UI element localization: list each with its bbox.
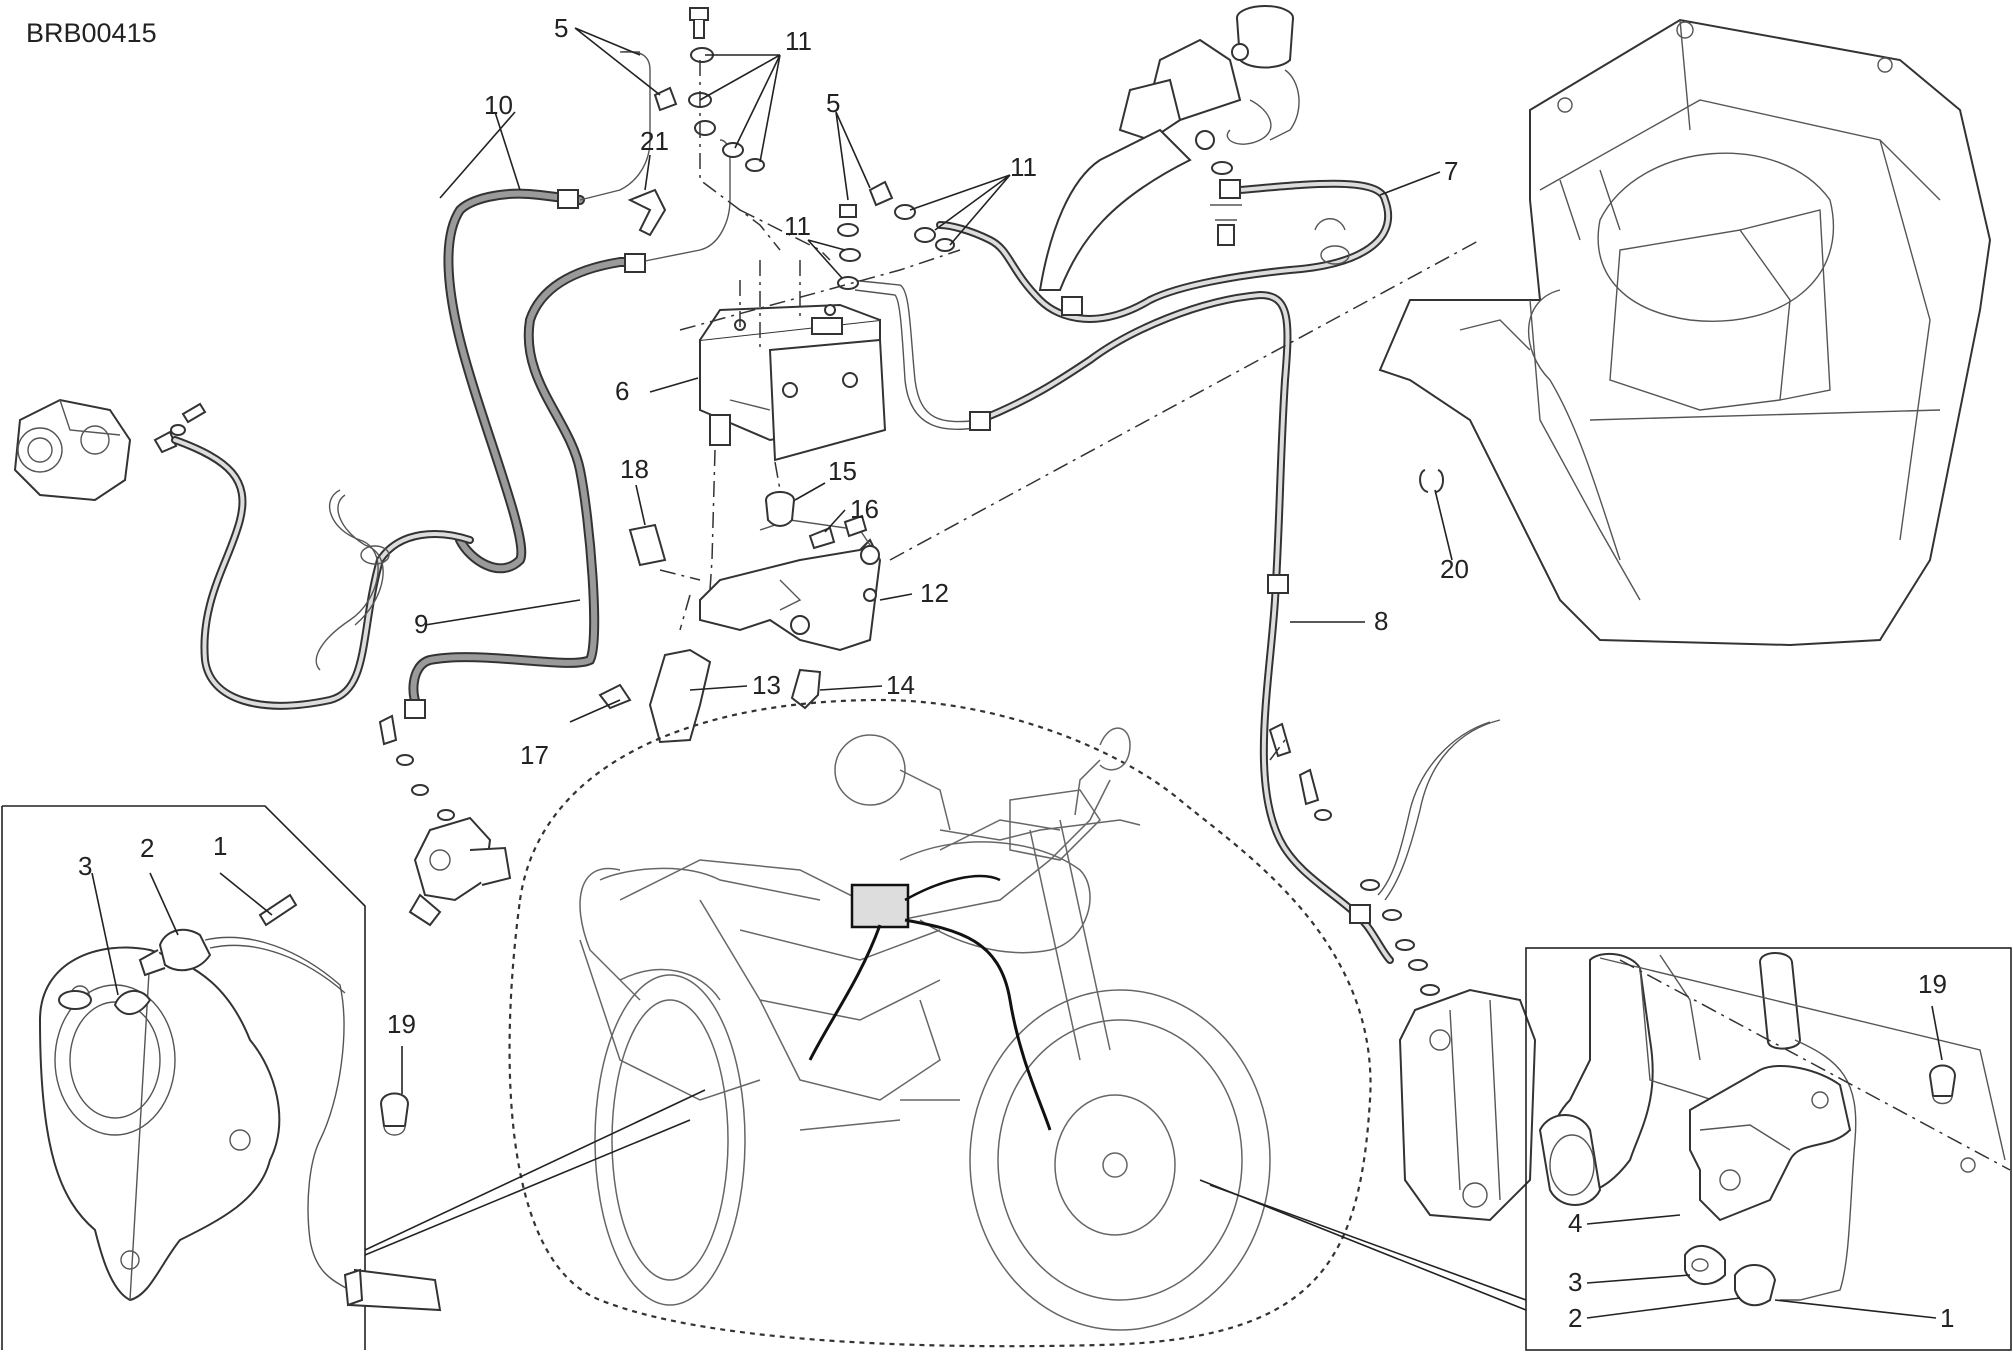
callout-21: 21: [640, 126, 669, 156]
alignment-lines: [659, 60, 1481, 761]
callout-4-right: 4: [1568, 1208, 1582, 1238]
front-sensor-inset: [1525, 947, 2012, 1351]
front-caliper-drawing: [1268, 722, 1537, 1222]
callout-15: 15: [828, 456, 857, 486]
wiring-clips: [315, 188, 1444, 671]
callout-10: 10: [484, 90, 513, 120]
callout-3-left: 3: [78, 851, 92, 881]
callout-9: 9: [414, 609, 428, 639]
diagram-code: BRB00415: [26, 18, 157, 48]
callout-14: 14: [886, 670, 915, 700]
front-master-cylinder-drawing: [1038, 5, 1300, 291]
brake-hoses: [171, 50, 1501, 964]
callout-7: 7: [1444, 156, 1458, 186]
callout-11-top: 11: [785, 26, 812, 56]
callout-12: 12: [920, 578, 949, 608]
callout-1-left: 1: [213, 831, 227, 861]
callout-18: 18: [620, 454, 649, 484]
callout-1-right: 1: [1940, 1303, 1954, 1333]
abs-bracket-drawing: [598, 491, 882, 744]
callout-13: 13: [752, 670, 781, 700]
motorcycle-overview-drawing: [508, 698, 1372, 1348]
rear-sensor-inset: [1, 805, 442, 1350]
callout-19-right: 19: [1918, 969, 1947, 999]
callout-5-mid: 5: [826, 88, 840, 118]
rear-caliper-drawing: [13, 398, 207, 502]
callout-16: 16: [850, 494, 879, 524]
callout-6: 6: [615, 376, 629, 406]
callout-11-right: 11: [1010, 152, 1037, 182]
callout-2-right: 2: [1568, 1303, 1582, 1333]
callout-8: 8: [1374, 606, 1388, 636]
callout-5-top: 5: [554, 13, 568, 43]
fasteners-top: [653, 7, 955, 290]
leader-lines: [91, 27, 1943, 1319]
callout-2-left: 2: [140, 833, 154, 863]
callout-3-right: 3: [1568, 1267, 1582, 1297]
abs-control-unit-drawing: [699, 303, 887, 462]
callout-20: 20: [1440, 554, 1469, 584]
callout-11-mid: 11: [784, 211, 811, 241]
callout-19-left: 19: [387, 1009, 416, 1039]
rear-master-cylinder-drawing: [378, 714, 512, 927]
callout-labels: 5 11 10 21 5 11 11 7 6 18 15 16 12 9 8 1…: [78, 13, 1954, 1333]
airbox-drawing: [1378, 18, 1992, 647]
callout-17: 17: [520, 740, 549, 770]
